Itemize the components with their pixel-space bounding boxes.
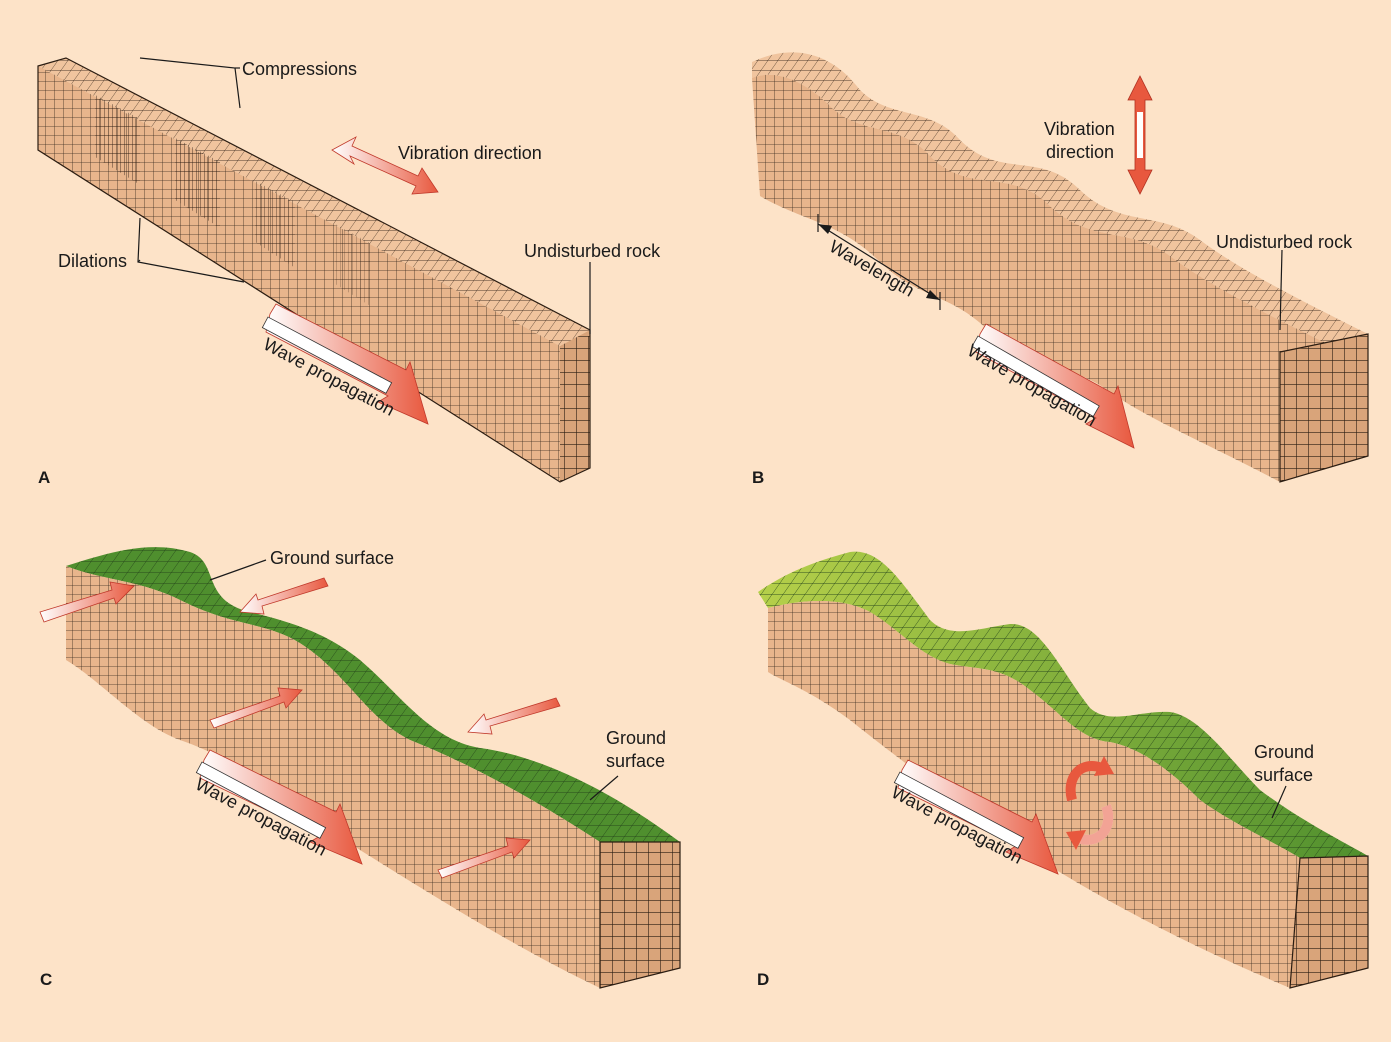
panel-c-ground-surface-top-label: Ground surface <box>270 548 394 568</box>
panel-c: Ground surface Ground surface Wave propa… <box>39 547 681 989</box>
panel-b-wavelength-bracket <box>817 214 941 310</box>
panel-c-compression-arrow <box>239 577 329 615</box>
panel-c-ground-label-1: Ground <box>606 728 666 748</box>
panel-a-compression-band <box>335 224 370 306</box>
panel-b-vibration-label-1: Vibration <box>1044 119 1115 139</box>
panel-b-vibration-arrow <box>1127 75 1153 195</box>
panel-b-letter: B <box>752 468 764 487</box>
panel-c-compression-arrow <box>39 581 135 623</box>
panel-a-vibration-arrow <box>331 136 439 195</box>
panel-b: Vibration direction Wavelength Undisturb… <box>752 52 1369 487</box>
panel-a-dilations-label: Dilations <box>58 251 127 271</box>
panel-a-compression-band <box>95 95 140 185</box>
panel-c-compression-arrow <box>437 837 531 879</box>
panel-c-compression-arrow <box>209 687 303 729</box>
panel-c-propagation-arrow <box>195 749 363 865</box>
panel-d-propagation-arrow <box>893 759 1059 875</box>
panel-b-propagation-arrow <box>971 323 1135 449</box>
panel-a-vibration-label: Vibration direction <box>398 143 542 163</box>
panel-b-vibration-label-2: direction <box>1046 142 1114 162</box>
panel-c-letter: C <box>40 970 52 989</box>
panel-a-propagation-arrow <box>261 303 429 425</box>
panel-a-compression-band <box>175 138 220 228</box>
panel-b-undisturbed-label: Undisturbed rock <box>1216 232 1353 252</box>
panel-d-letter: D <box>757 970 769 989</box>
panel-d: Ground surface Wave propagation D <box>757 551 1369 989</box>
panel-a-letter: A <box>38 468 50 487</box>
panel-a-undisturbed-label: Undisturbed rock <box>524 241 661 261</box>
panel-d-ground-label-2: surface <box>1254 765 1313 785</box>
panel-d-ground-label-1: Ground <box>1254 742 1314 762</box>
panel-c-ground-label-2: surface <box>606 751 665 771</box>
panel-a-compression-band <box>255 181 295 268</box>
panel-d-rotation-arrow <box>1065 756 1114 850</box>
panel-c-compression-arrow <box>467 697 561 735</box>
panel-a-compressions-label: Compressions <box>242 59 357 79</box>
